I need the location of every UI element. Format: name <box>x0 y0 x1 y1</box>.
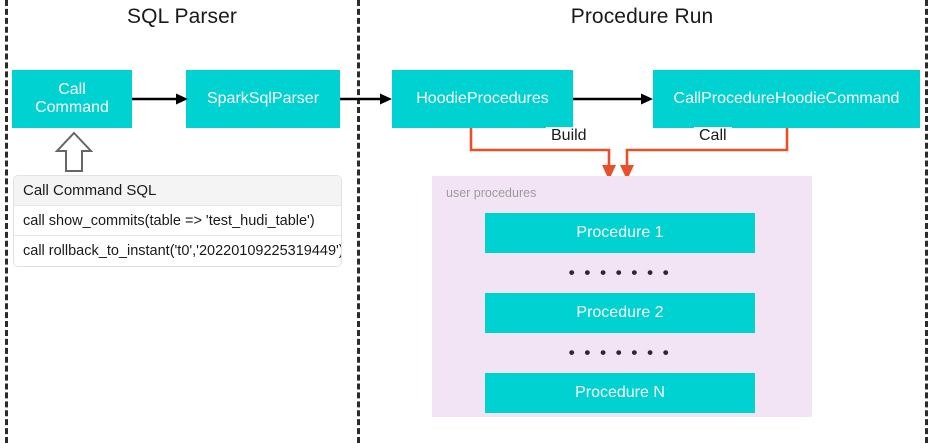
sql-table-header: Call Command SQL <box>14 176 341 206</box>
user-procedures-panel: user procedures Procedure 1 • • • • • • … <box>432 176 812 417</box>
node-hoodie-procedures[interactable]: HoodieProcedures <box>392 70 573 128</box>
section-title-procedure-run: Procedure Run <box>570 5 714 28</box>
arrow-call-command-to-spark-parser <box>132 93 188 105</box>
procedure-item[interactable]: Procedure 2 <box>485 293 755 333</box>
arrow-spark-parser-to-hoodie-procedures <box>340 93 392 105</box>
block-arrow-up-icon <box>54 131 94 173</box>
connector-label-build: Build <box>546 127 592 145</box>
call-command-sql-table: Call Command SQL call show_commits(table… <box>14 176 341 266</box>
arrow-hoodie-procedures-to-call-command <box>573 93 653 105</box>
user-procedures-label: user procedures <box>446 186 537 200</box>
section-title-sql-parser: SQL Parser <box>127 5 237 28</box>
node-spark-sql-parser[interactable]: SparkSqlParser <box>186 70 340 128</box>
connector-label-call: Call <box>694 127 732 145</box>
separator-right-dashed <box>925 0 928 443</box>
separator-left-dashed <box>5 0 8 443</box>
sql-table-row: call rollback_to_instant('t0','202201092… <box>23 243 341 259</box>
node-call-procedure-hoodie-command[interactable]: CallProcedureHoodieCommand <box>653 70 920 128</box>
procedures-ellipsis: • • • • • • • <box>568 263 672 282</box>
sql-table-row: call show_commits(table => 'test_hudi_ta… <box>14 206 341 236</box>
separator-middle-dashed <box>357 0 360 443</box>
procedures-ellipsis: • • • • • • • <box>568 343 672 362</box>
procedure-item[interactable]: Procedure 1 <box>485 213 755 253</box>
procedure-item[interactable]: Procedure N <box>485 373 755 413</box>
node-call-command[interactable]: Call Command <box>12 70 132 128</box>
